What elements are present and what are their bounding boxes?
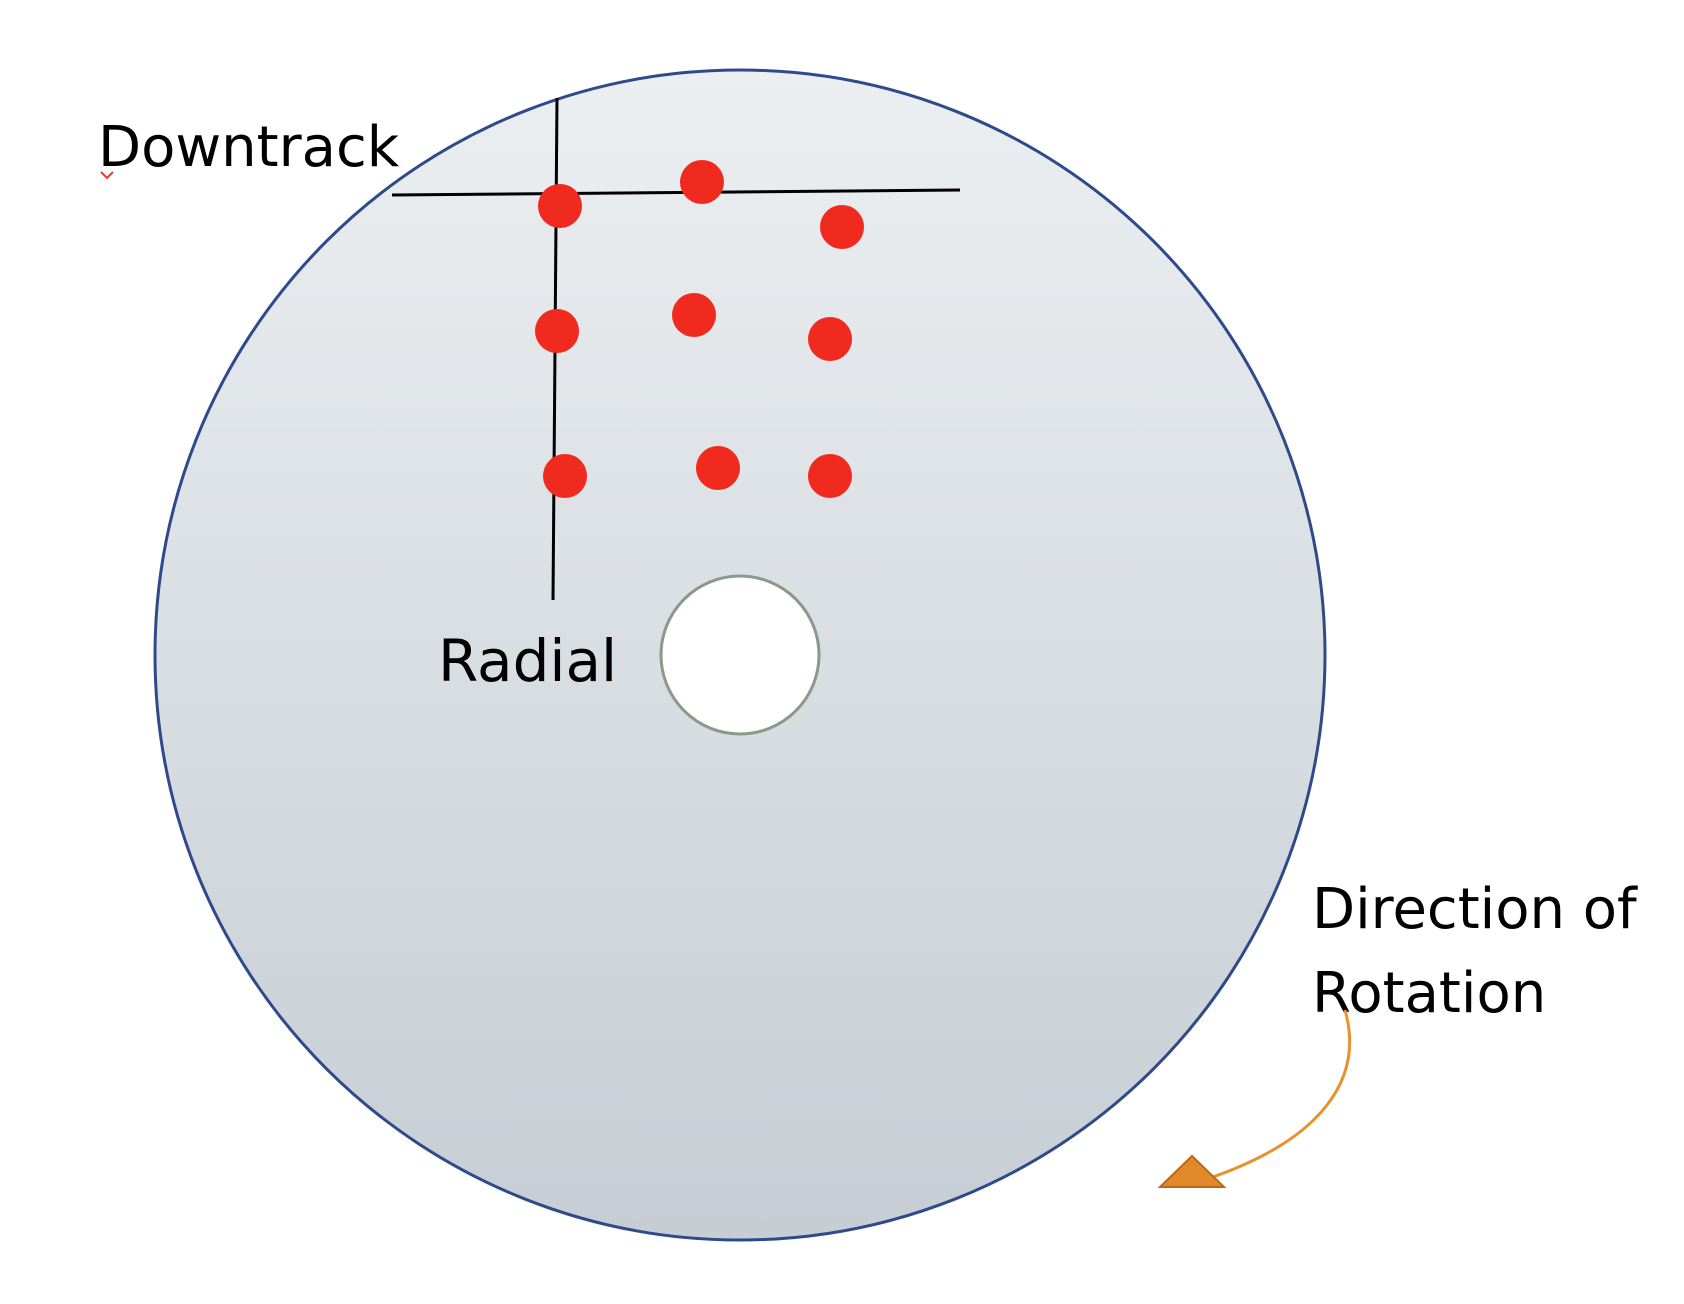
- dot: [808, 454, 852, 498]
- center-hole: [659, 574, 821, 736]
- downtrack-axis-line: [391, 188, 961, 197]
- spellcheck-mark: [100, 171, 114, 180]
- downtrack-label: Downtrack: [98, 115, 400, 180]
- dot-grid: [535, 160, 864, 498]
- direction-label-line1: Direction of: [1312, 877, 1638, 942]
- radial-label: Radial: [438, 627, 617, 695]
- dot: [672, 293, 716, 337]
- dot: [680, 160, 724, 204]
- dot: [535, 309, 579, 353]
- dot: [543, 454, 587, 498]
- dot: [538, 184, 582, 228]
- dot: [808, 317, 852, 361]
- curved-arrow-icon: [1157, 1009, 1352, 1188]
- dot: [696, 446, 740, 490]
- rotation-arrowhead: [1157, 1154, 1227, 1188]
- dot: [820, 205, 864, 249]
- direction-label-line2: Rotation: [1312, 961, 1546, 1026]
- rotation-arrow-curve: [1209, 1009, 1352, 1180]
